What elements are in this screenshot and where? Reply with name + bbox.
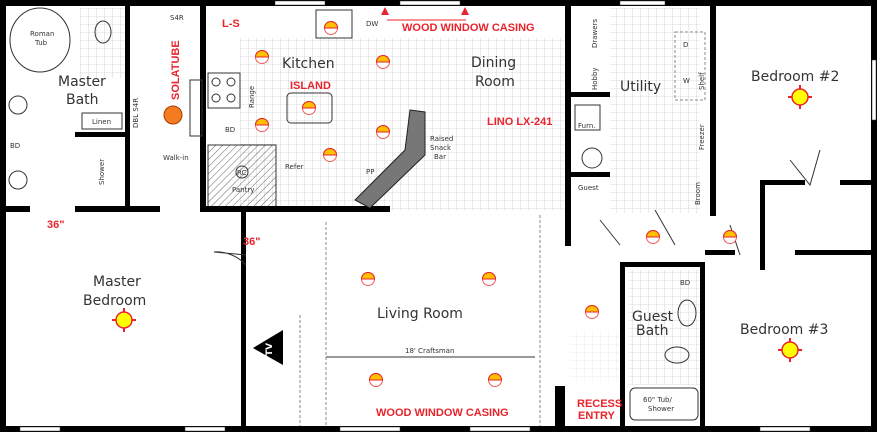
light-icon — [482, 272, 496, 286]
pp-label: PP — [366, 168, 374, 176]
master-bath-label-1: Master — [58, 74, 106, 90]
dining-label-2: Room — [475, 74, 515, 90]
furnace-label: Furn. — [578, 122, 596, 130]
ceiling-lights — [111, 21, 813, 387]
snack-bar-label-1: Raised — [430, 135, 453, 143]
annotations: L-S SOLATUBE ISLAND WOOD WINDOW CASING L… — [47, 7, 622, 422]
guest-bath-label-2: Bath — [636, 323, 669, 339]
ceiling-fan-icon — [787, 84, 813, 110]
kitchen-label: Kitchen — [282, 56, 335, 72]
guest-bd-label: BD — [680, 279, 690, 287]
rc-label: RC — [237, 169, 247, 177]
light-icon — [255, 50, 269, 64]
window-casing-top-annotation: WOOD WINDOW CASING — [402, 22, 535, 34]
snack-bar-label-2: Snack — [430, 144, 452, 152]
recess-entry-annotation-2: ENTRY — [578, 410, 616, 422]
light-icon — [488, 373, 502, 387]
ls-annotation: L-S — [222, 18, 240, 30]
shower-label: Shower — [98, 159, 106, 185]
guest-closet-label: Guest — [578, 184, 599, 192]
ceiling-fan-icon — [777, 337, 803, 363]
tub-shower-label-1: 60" Tub/ — [643, 396, 672, 404]
guest-bath-label-1: Guest — [632, 309, 674, 325]
room-labels: Master Bath Walk-in Kitchen Dining Room … — [58, 55, 839, 339]
light-icon — [646, 230, 660, 244]
dining-label-1: Dining — [471, 55, 516, 71]
hobby-label: Hobby — [591, 67, 599, 90]
light-icon — [376, 55, 390, 69]
refer-label: Refer — [285, 163, 304, 171]
bedroom3-label: Bedroom #3 — [740, 322, 828, 338]
dw-label: DW — [366, 20, 378, 28]
bd-label: BD — [10, 142, 20, 150]
light-icon — [324, 21, 338, 35]
utility-tile — [610, 8, 700, 213]
doors[interactable] — [213, 149, 821, 266]
light-icon — [255, 118, 269, 132]
master-bath-label-2: Bath — [66, 92, 99, 108]
door-width-annotation-b: 36" — [243, 236, 260, 248]
living-room-label: Living Room — [377, 306, 463, 322]
snack-bar-label-3: Bar — [434, 153, 446, 161]
freezer-label: Freezer — [698, 124, 706, 150]
double-shelf-label: DBL S4R — [132, 98, 140, 128]
light-icon — [323, 148, 337, 162]
window-casing-bottom-annotation: WOOD WINDOW CASING — [376, 407, 509, 419]
shelf-utility-label: Shelf — [698, 72, 706, 90]
light-icon — [376, 125, 390, 139]
solatube-icon — [163, 105, 183, 125]
island-annotation: ISLAND — [290, 80, 331, 92]
dryer-label: D — [683, 41, 688, 49]
washer-label: W — [683, 77, 690, 85]
light-icon — [361, 272, 375, 286]
shelf-label: S4R — [170, 14, 184, 22]
light-icon — [723, 230, 737, 244]
light-icon — [585, 305, 599, 319]
roman-tub-label: Roman — [30, 30, 54, 38]
range-label: Range — [248, 86, 256, 108]
pantry-hatch — [207, 144, 277, 208]
door-width-annotation-a: 36" — [47, 219, 64, 231]
craftsman-label: 18' Craftsman — [405, 347, 454, 355]
master-bedroom-label-1: Master — [93, 274, 141, 290]
lino-annotation: LINO LX-241 — [487, 116, 552, 128]
bedroom2-label: Bedroom #2 — [751, 69, 839, 85]
pantry-label: Pantry — [232, 186, 254, 194]
recess-entry-annotation-1: RECESS — [577, 398, 622, 410]
drawers-label: Drawers — [591, 19, 599, 48]
fixtures: Roman Tub Linen BD Shower S4R DBL S4R Ra… — [8, 7, 706, 426]
tub-shower-label-2: Shower — [648, 405, 674, 413]
tv-label: TV — [265, 343, 275, 356]
master-bedroom-label-2: Bedroom — [83, 293, 146, 309]
solatube-annotation: SOLATUBE — [170, 40, 182, 100]
light-icon — [302, 101, 316, 115]
light-icon — [369, 373, 383, 387]
kitchen-dining-tile — [240, 38, 565, 210]
guest-bath-tile — [628, 270, 703, 385]
kitchen-bd-label: BD — [225, 126, 235, 134]
walk-in-label: Walk-in — [163, 154, 189, 162]
broom-label: Broom — [694, 182, 702, 205]
linen-label: Linen — [92, 118, 111, 126]
utility-label: Utility — [620, 79, 661, 95]
roman-tub-label-2: Tub — [34, 39, 48, 47]
ceiling-fan-icon — [111, 307, 137, 333]
